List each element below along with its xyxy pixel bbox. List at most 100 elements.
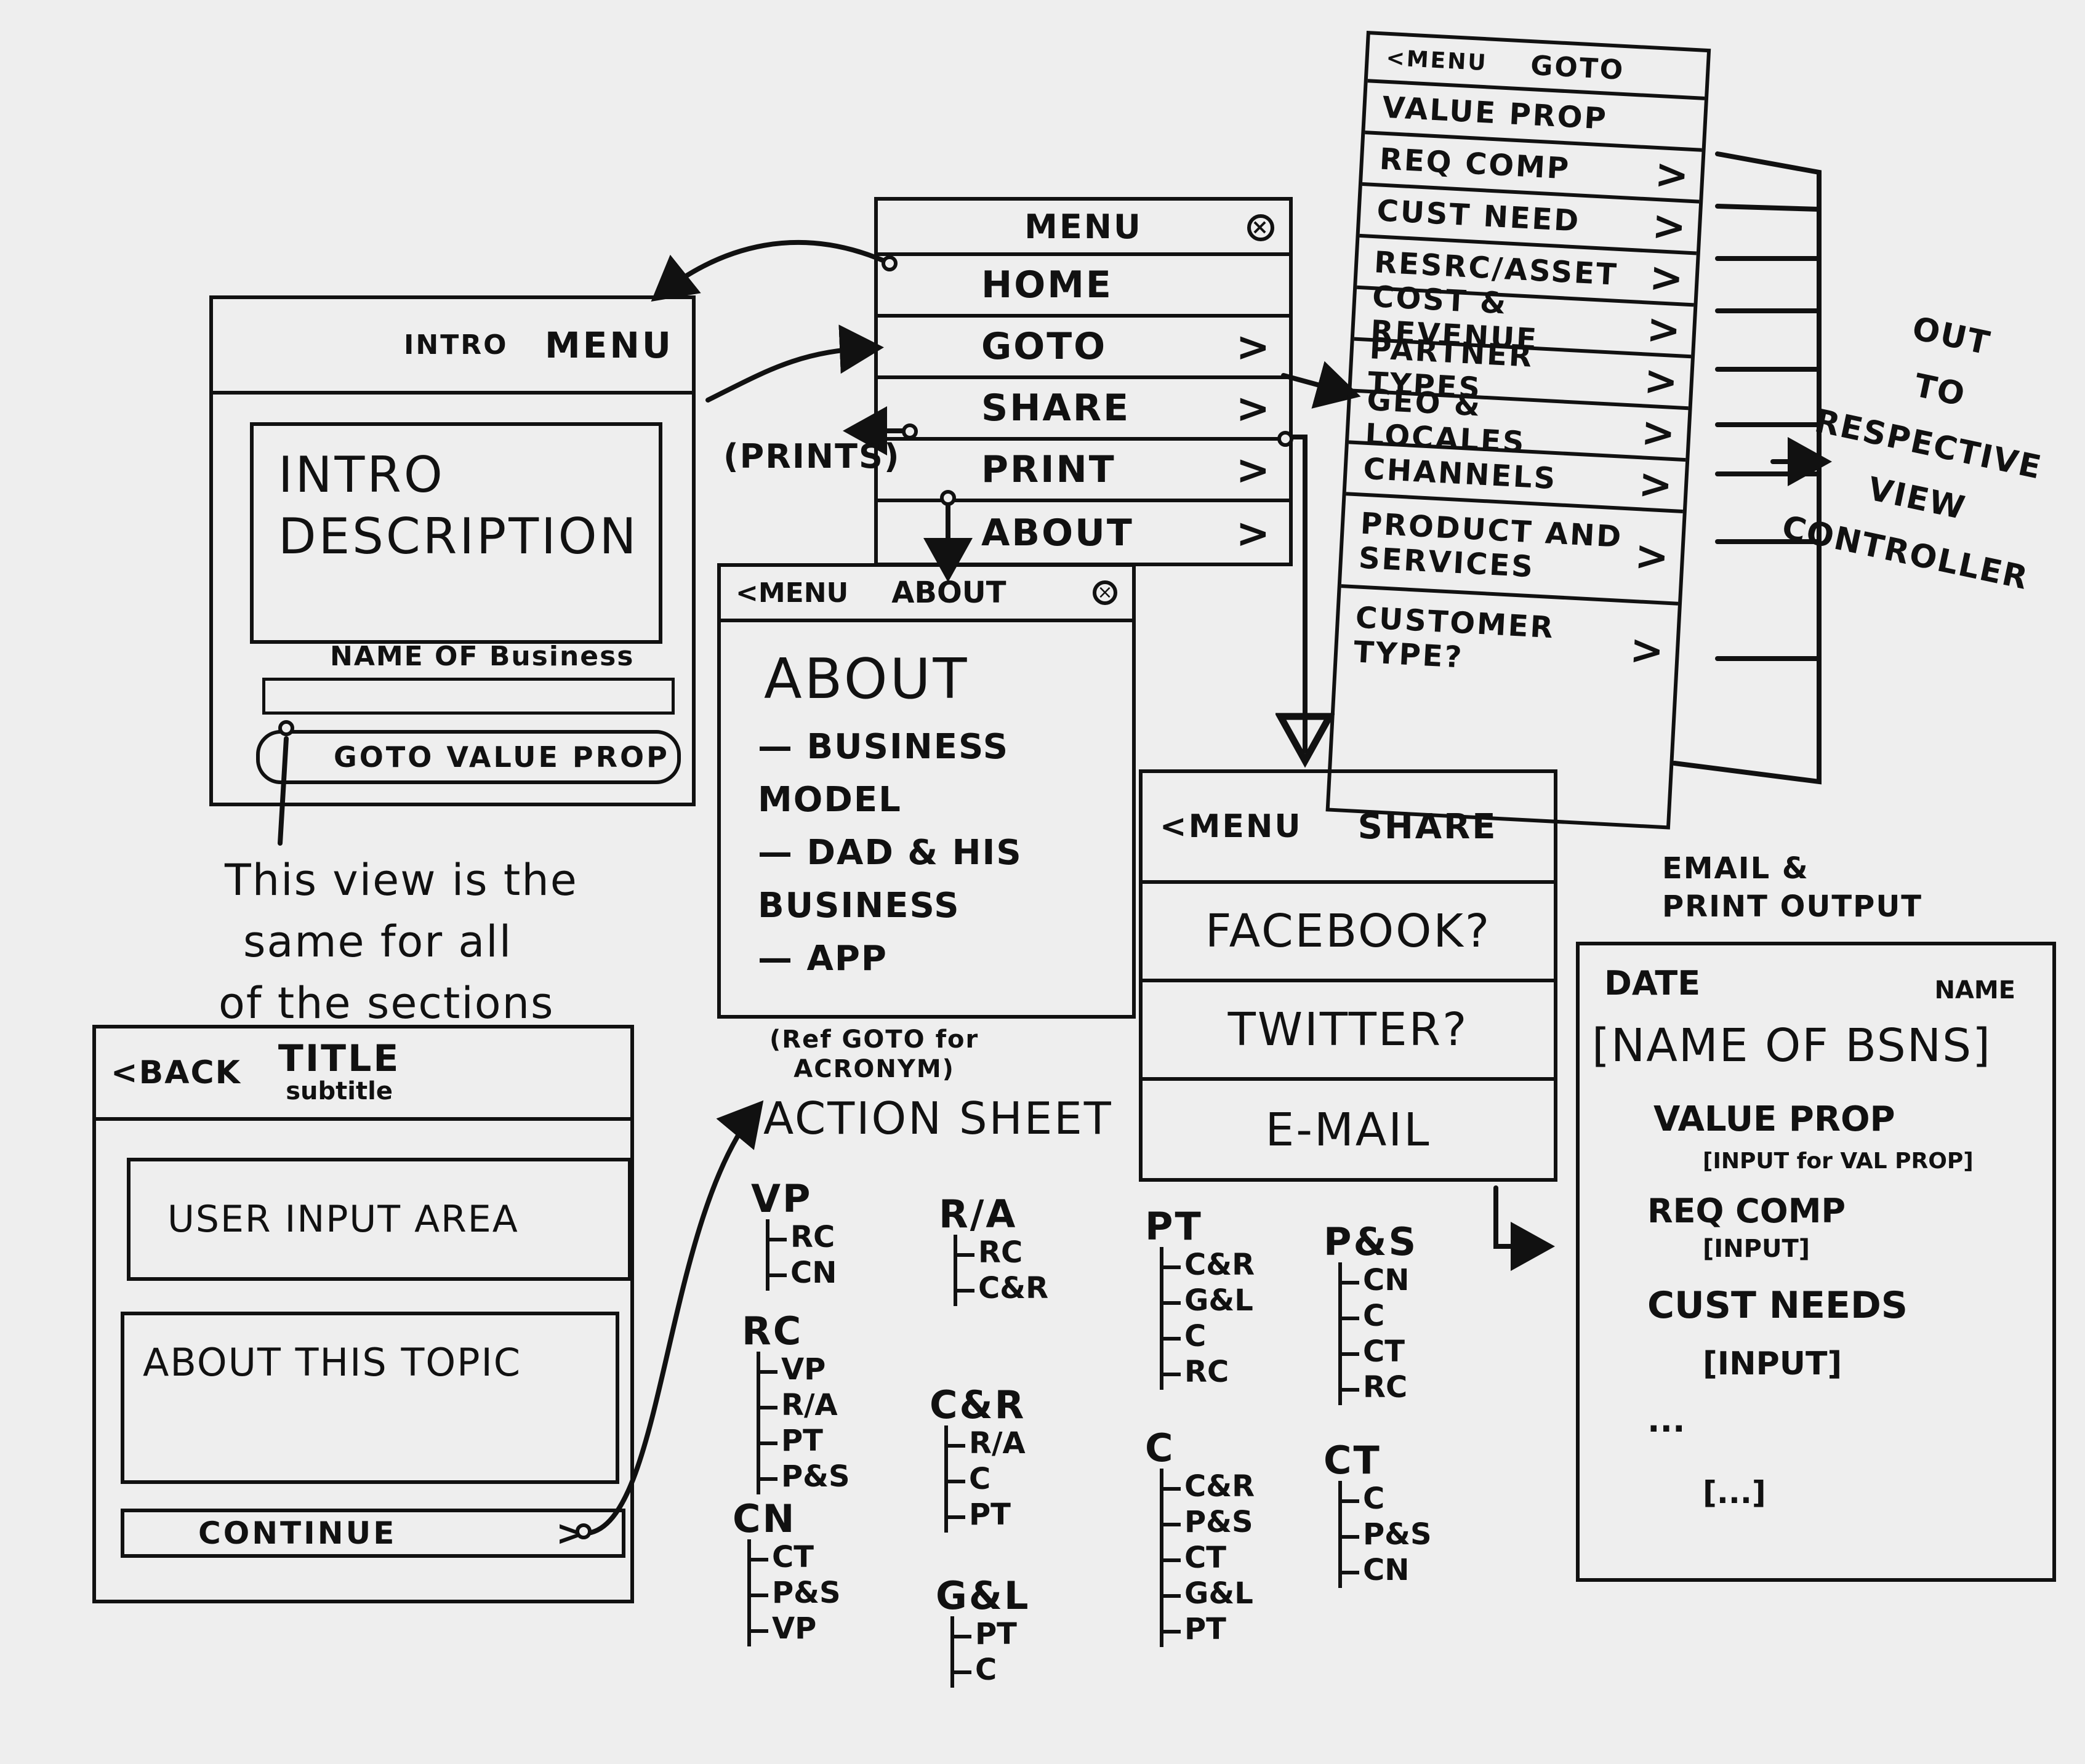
chevron-right-icon: > xyxy=(1648,253,1687,303)
action-tree-child[interactable]: C xyxy=(948,1461,1026,1497)
share-nav-title: SHARE xyxy=(1357,806,1498,847)
action-tree-child[interactable]: C&R xyxy=(1163,1247,1255,1283)
about-close-icon[interactable]: × xyxy=(1093,580,1117,605)
action-tree-root[interactable]: P&S xyxy=(1324,1219,1418,1264)
action-tree-root[interactable]: G&L xyxy=(936,1573,1030,1618)
share-option-label: TWITTER? xyxy=(1227,1003,1469,1056)
action-tree-child[interactable]: CN xyxy=(769,1255,837,1291)
output-cust-needs: CUST NEEDS xyxy=(1647,1284,1908,1327)
action-tree-child[interactable]: C&R xyxy=(957,1270,1048,1306)
back-button[interactable]: <BACK xyxy=(111,1054,241,1091)
share-options: FACEBOOK? TWITTER? E-MAIL xyxy=(1143,884,1554,1179)
menu-title-bar: MENU × xyxy=(878,201,1289,256)
action-tree-child[interactable]: G&L xyxy=(1163,1576,1255,1611)
user-input-label: USER INPUT AREA xyxy=(167,1198,519,1241)
user-input-area[interactable]: USER INPUT AREA xyxy=(127,1158,632,1281)
goto-value-prop-button[interactable]: GOTO VALUE PROP xyxy=(256,730,681,784)
action-tree-root[interactable]: CT xyxy=(1324,1438,1381,1483)
email-print-output: DATE NAME [NAME OF BSNS] VALUE PROP [INP… xyxy=(1576,942,2056,1582)
action-tree-child[interactable]: RC xyxy=(957,1235,1048,1270)
intro-nav-title: INTRO xyxy=(404,329,508,361)
action-tree-child[interactable]: RC xyxy=(1163,1354,1255,1390)
action-tree-child[interactable]: C xyxy=(1163,1318,1255,1354)
goto-item-6[interactable]: GEO & LOCALES> xyxy=(1348,383,1689,462)
action-tree-child[interactable]: RC xyxy=(769,1219,837,1255)
action-tree-child[interactable]: VP xyxy=(751,1611,841,1646)
action-tree-child[interactable]: P&S xyxy=(751,1575,841,1611)
action-tree-child[interactable]: PT xyxy=(1163,1611,1255,1647)
action-tree-child[interactable]: CN xyxy=(1342,1262,1418,1298)
chevron-right-icon: > xyxy=(1235,323,1272,371)
action-tree-child[interactable]: R/A xyxy=(760,1387,850,1423)
section-title: TITLE xyxy=(278,1037,401,1080)
action-tree-root[interactable]: C xyxy=(1145,1425,1175,1470)
business-name-field[interactable] xyxy=(262,678,675,715)
action-tree-root[interactable]: VP xyxy=(751,1176,813,1221)
action-tree-root[interactable]: R/A xyxy=(939,1192,1018,1237)
action-tree-child[interactable]: PT xyxy=(954,1616,1030,1652)
action-tree-child[interactable]: C xyxy=(1342,1298,1418,1334)
action-tree-child[interactable]: P&S xyxy=(1163,1504,1255,1540)
about-item[interactable]: — BUSINESS MODEL xyxy=(758,727,1010,820)
action-tree-root[interactable]: C&R xyxy=(930,1382,1026,1427)
about-item[interactable]: — APP xyxy=(758,939,888,979)
section-subtitle: subtitle xyxy=(286,1077,393,1105)
menu-item-1[interactable]: GOTO> xyxy=(878,318,1289,379)
output-req-comp-input: [INPUT] xyxy=(1703,1235,1810,1263)
action-tree-root[interactable]: RC xyxy=(742,1309,803,1353)
action-tree-child[interactable]: P&S xyxy=(760,1459,850,1494)
menu-share-dot xyxy=(1277,431,1293,447)
same-view-line-1: This view is the xyxy=(225,855,578,905)
action-tree-root[interactable]: PT xyxy=(1145,1204,1203,1249)
goto-item-label: PRODUCT AND SERVICES xyxy=(1357,506,1624,585)
about-topic-area: ABOUT THIS TOPIC xyxy=(121,1312,619,1484)
action-tree-child[interactable]: CT xyxy=(751,1539,841,1575)
action-tree-child[interactable]: C xyxy=(1342,1481,1432,1517)
about-back-button[interactable]: <MENU xyxy=(736,577,849,609)
goto-back-button[interactable]: <MENU xyxy=(1385,45,1488,76)
action-tree-child[interactable]: CT xyxy=(1342,1334,1418,1369)
action-tree-child[interactable]: R/A xyxy=(948,1425,1026,1461)
action-tree-child[interactable]: CT xyxy=(1163,1540,1255,1576)
action-tree-child[interactable]: PT xyxy=(760,1423,850,1459)
menu-item-2[interactable]: SHARE> xyxy=(878,379,1289,441)
action-tree-child[interactable]: RC xyxy=(1342,1369,1418,1405)
action-tree-child[interactable]: PT xyxy=(948,1497,1026,1533)
share-option-2[interactable]: E-MAIL xyxy=(1143,1081,1554,1179)
close-circle-icon[interactable]: × xyxy=(1247,214,1274,241)
goto-item-9[interactable]: CUSTOMER TYPE?> xyxy=(1336,588,1678,697)
action-tree-child[interactable]: C xyxy=(954,1652,1030,1688)
menu-item-3[interactable]: PRINT> xyxy=(878,441,1289,502)
action-tree-child[interactable]: P&S xyxy=(1342,1517,1432,1552)
intro-description-text: INTRO DESCRIPTION xyxy=(278,446,639,565)
continue-button[interactable]: CONTINUE > xyxy=(121,1509,625,1558)
menu-item-0[interactable]: HOME xyxy=(878,256,1289,318)
about-item[interactable]: — DAD & HIS BUSINESS xyxy=(758,833,1022,926)
ref-note: (Ref GOTO for ACRONYM) xyxy=(769,1025,979,1084)
share-back-button[interactable]: <MENU xyxy=(1160,808,1303,845)
output-more: [...] xyxy=(1703,1475,1766,1510)
action-tree-root[interactable]: CN xyxy=(733,1496,797,1541)
menu-item-4[interactable]: ABOUT> xyxy=(878,502,1289,564)
menu-title: MENU xyxy=(1024,207,1143,246)
share-option-0[interactable]: FACEBOOK? xyxy=(1143,884,1554,982)
intro-menu-button[interactable]: MENU xyxy=(545,324,673,366)
action-tree-child[interactable]: VP xyxy=(760,1352,850,1387)
output-value-prop: VALUE PROP xyxy=(1653,1099,1895,1139)
share-option-1[interactable]: TWITTER? xyxy=(1143,982,1554,1081)
action-tree-child[interactable]: C&R xyxy=(1163,1469,1255,1504)
output-ellipsis: ... xyxy=(1647,1401,1685,1440)
output-req-comp: REQ COMP xyxy=(1647,1192,1846,1230)
section-navbar: <BACK TITLE subtitle xyxy=(96,1028,630,1121)
goto-item-label: REQ COMP xyxy=(1378,142,1572,186)
action-tree-child[interactable]: G&L xyxy=(1163,1283,1255,1318)
goto-item-8[interactable]: PRODUCT AND SERVICES> xyxy=(1341,495,1683,606)
action-tree-child[interactable]: CN xyxy=(1342,1552,1432,1588)
